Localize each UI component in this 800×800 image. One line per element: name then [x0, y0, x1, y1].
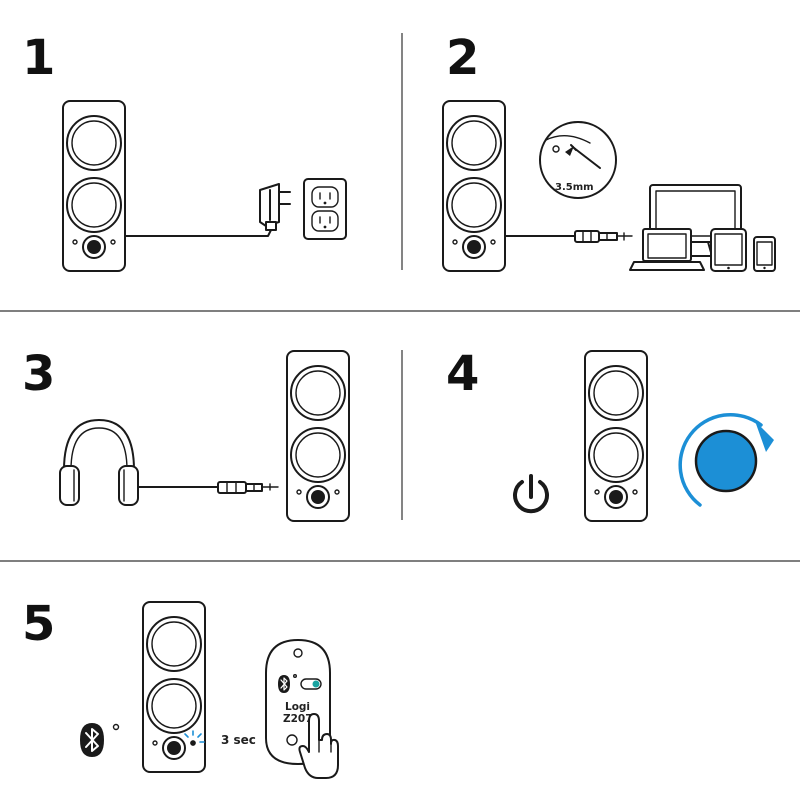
speaker-icon: [142, 601, 206, 773]
jack-zoom-callout: 3.5mm: [539, 121, 617, 199]
power-icon: [513, 474, 549, 514]
audio-plug-icon: [574, 230, 633, 243]
step-number-3: 3: [22, 346, 55, 402]
device-name-line-1: Logi: [285, 701, 310, 713]
step-3-panel: [59, 350, 350, 522]
step-5-panel: 3 sec Logi Z207: [80, 601, 339, 779]
cable-size-label: 3.5mm: [555, 182, 594, 193]
hand-pointer-icon: [298, 713, 339, 779]
phone-icon: [753, 236, 776, 272]
audio-plug-icon: [217, 481, 279, 494]
wall-outlet-icon: [303, 178, 347, 240]
laptop-icon: [629, 228, 705, 271]
bluetooth-icon: [80, 723, 120, 757]
step-number-2: 2: [446, 30, 479, 86]
step-2-panel: 3.5mm: [442, 100, 776, 272]
speaker-icon: [286, 350, 350, 522]
step-number-1: 1: [22, 30, 55, 86]
step-4-panel: [513, 350, 774, 522]
step-number-4: 4: [446, 346, 479, 402]
headphones-icon: [59, 419, 139, 506]
bluetooth-led-indicator: [184, 730, 205, 746]
monitor-icon: [649, 184, 742, 257]
tablet-icon: [710, 228, 747, 272]
speaker-icon: [62, 100, 126, 272]
power-cable: [124, 217, 273, 237]
speaker-icon: [442, 100, 506, 272]
device-name-line-2: Z207: [283, 713, 313, 725]
power-adapter-icon: [259, 183, 291, 231]
step-1-panel: [62, 100, 347, 272]
step-number-5: 5: [22, 596, 55, 652]
hold-duration-label: 3 sec: [221, 733, 256, 747]
volume-knob-icon: [678, 413, 774, 507]
speaker-icon: [584, 350, 648, 522]
